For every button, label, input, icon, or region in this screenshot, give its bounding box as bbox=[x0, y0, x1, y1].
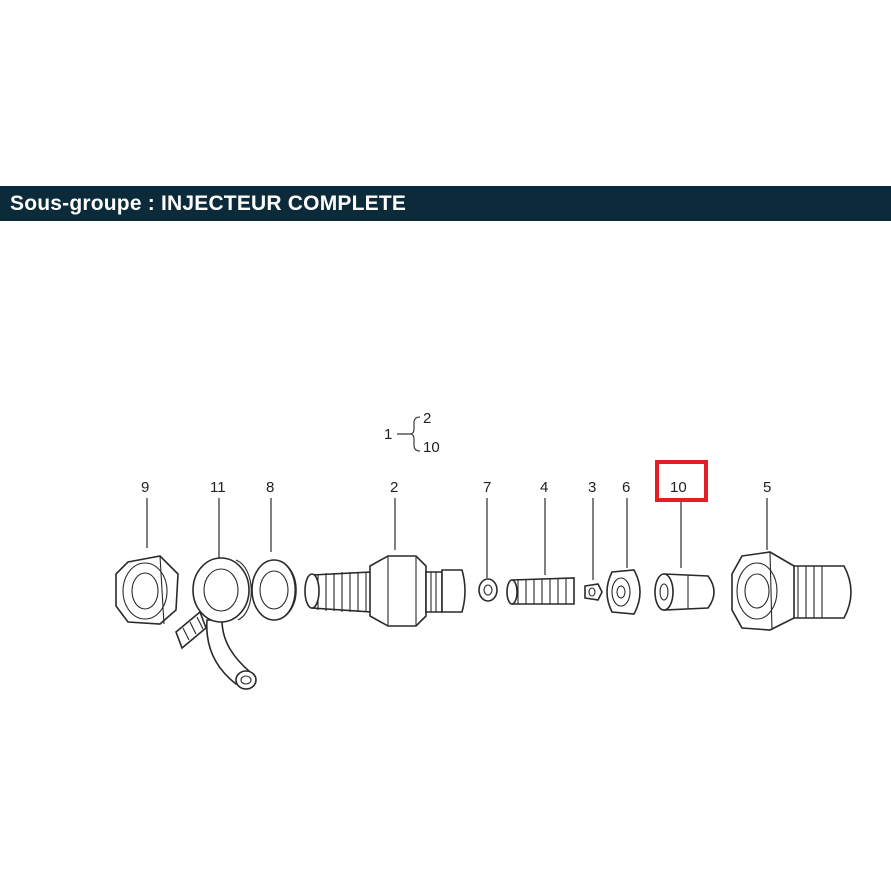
washer-part bbox=[251, 559, 297, 621]
spring-part bbox=[506, 577, 575, 605]
assembly-component-label: 2 bbox=[423, 410, 431, 427]
small-ring-part bbox=[478, 578, 498, 602]
part-number-label: 4 bbox=[540, 479, 548, 496]
subgroup-header-bar: Sous-groupe : INJECTEUR COMPLETE bbox=[0, 186, 891, 221]
part-number-label: 5 bbox=[763, 479, 771, 496]
part-number-label: 10 bbox=[670, 479, 687, 496]
part-number-label: 11 bbox=[210, 479, 226, 496]
part-number-label: 9 bbox=[141, 479, 149, 496]
part-highlight-box bbox=[655, 460, 708, 502]
banjo-fitting-part bbox=[175, 557, 257, 690]
leader-lines bbox=[146, 498, 768, 580]
subgroup-title: Sous-groupe : INJECTEUR COMPLETE bbox=[10, 192, 407, 215]
part-number-label: 7 bbox=[483, 479, 491, 496]
part-number-label: 2 bbox=[390, 479, 398, 496]
part-number-label: 6 bbox=[622, 479, 630, 496]
assembly-component-label: 10 bbox=[423, 439, 440, 456]
part-number-label: 8 bbox=[266, 479, 274, 496]
assembly-reference: 1 2 10 bbox=[384, 410, 440, 456]
part-number-label: 3 bbox=[588, 479, 596, 496]
spacer-part bbox=[606, 569, 641, 615]
pin-part bbox=[584, 583, 603, 601]
assembly-number: 1 bbox=[384, 426, 392, 443]
nozzle-holder-part bbox=[304, 555, 466, 627]
nozzle-nut-part bbox=[731, 551, 852, 631]
nozzle-part bbox=[654, 573, 715, 611]
hex-nut-part bbox=[115, 555, 179, 625]
